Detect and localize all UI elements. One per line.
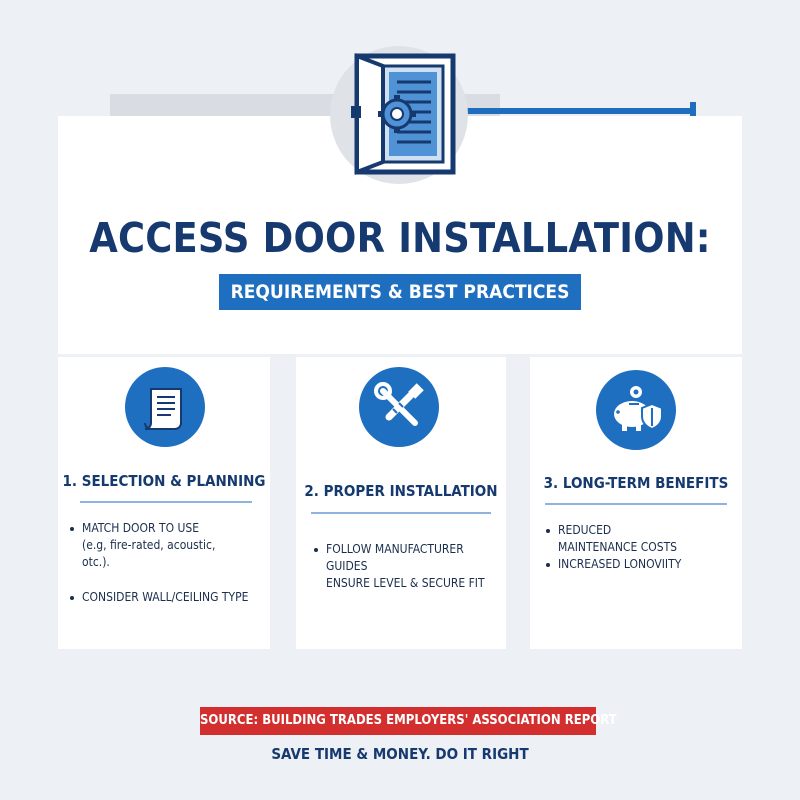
proper-installation-card: 2. PROPER INSTALLATION FOLLOW MANUFACTUR… <box>296 357 506 649</box>
scroll-document-icon <box>125 367 205 447</box>
heading-divider <box>311 512 491 514</box>
long-term-benefits-list: REDUCED MAINTENANCE COSTS INCREASED LONO… <box>544 522 734 573</box>
proper-installation-list: FOLLOW MANUFACTURER GUIDES ENSURE LEVEL … <box>312 541 502 592</box>
selection-planning-list: MATCH DOOR TO USE (e.g, fire-rated, acou… <box>68 520 263 606</box>
page-subtitle-banner: REQUIREMENTS & BEST PRACTICES <box>219 274 581 310</box>
list-item: (e.g, fire-rated, acoustic, <box>82 538 216 552</box>
list-item: CONSIDER WALL/CEILING TYPE <box>68 589 263 606</box>
list-item: REDUCED <box>544 522 734 539</box>
proper-installation-heading: 2. PROPER INSTALLATION <box>304 482 498 500</box>
list-item: FOLLOW MANUFACTURER GUIDES <box>312 541 502 575</box>
wrench-screwdriver-icon <box>359 367 439 447</box>
piggy-bank-shield-icon <box>596 370 676 450</box>
selection-planning-heading: 1. SELECTION & PLANNING <box>62 472 266 490</box>
accent-tick <box>690 102 696 118</box>
long-term-benefits-heading: 3. LONG-TERM BENEFITS <box>543 474 729 492</box>
list-item: ENSURE LEVEL & SECURE FIT <box>326 576 485 590</box>
heading-divider <box>545 503 727 505</box>
page-title: ACCESS DOOR INSTALLATION: <box>89 214 711 262</box>
list-item: MATCH DOOR TO USE <box>68 520 263 537</box>
tagline: SAVE TIME & MONEY. DO IT RIGHT <box>271 745 529 763</box>
heading-divider <box>80 501 252 503</box>
source-banner: SOURCE: BUILDING TRADES EMPLOYERS' ASSOC… <box>200 707 617 735</box>
long-term-benefits-card: 3. LONG-TERM BENEFITS REDUCED MAINTENANC… <box>530 357 742 649</box>
accent-rule <box>440 108 695 114</box>
selection-planning-card: 1. SELECTION & PLANNING MATCH DOOR TO US… <box>58 357 270 649</box>
access-door-gear-icon <box>351 53 456 175</box>
list-item: otc.). <box>82 555 110 569</box>
list-item: INCREASED LONOVIITY <box>544 556 734 573</box>
list-item: MAINTENANCE COSTS <box>558 540 678 554</box>
